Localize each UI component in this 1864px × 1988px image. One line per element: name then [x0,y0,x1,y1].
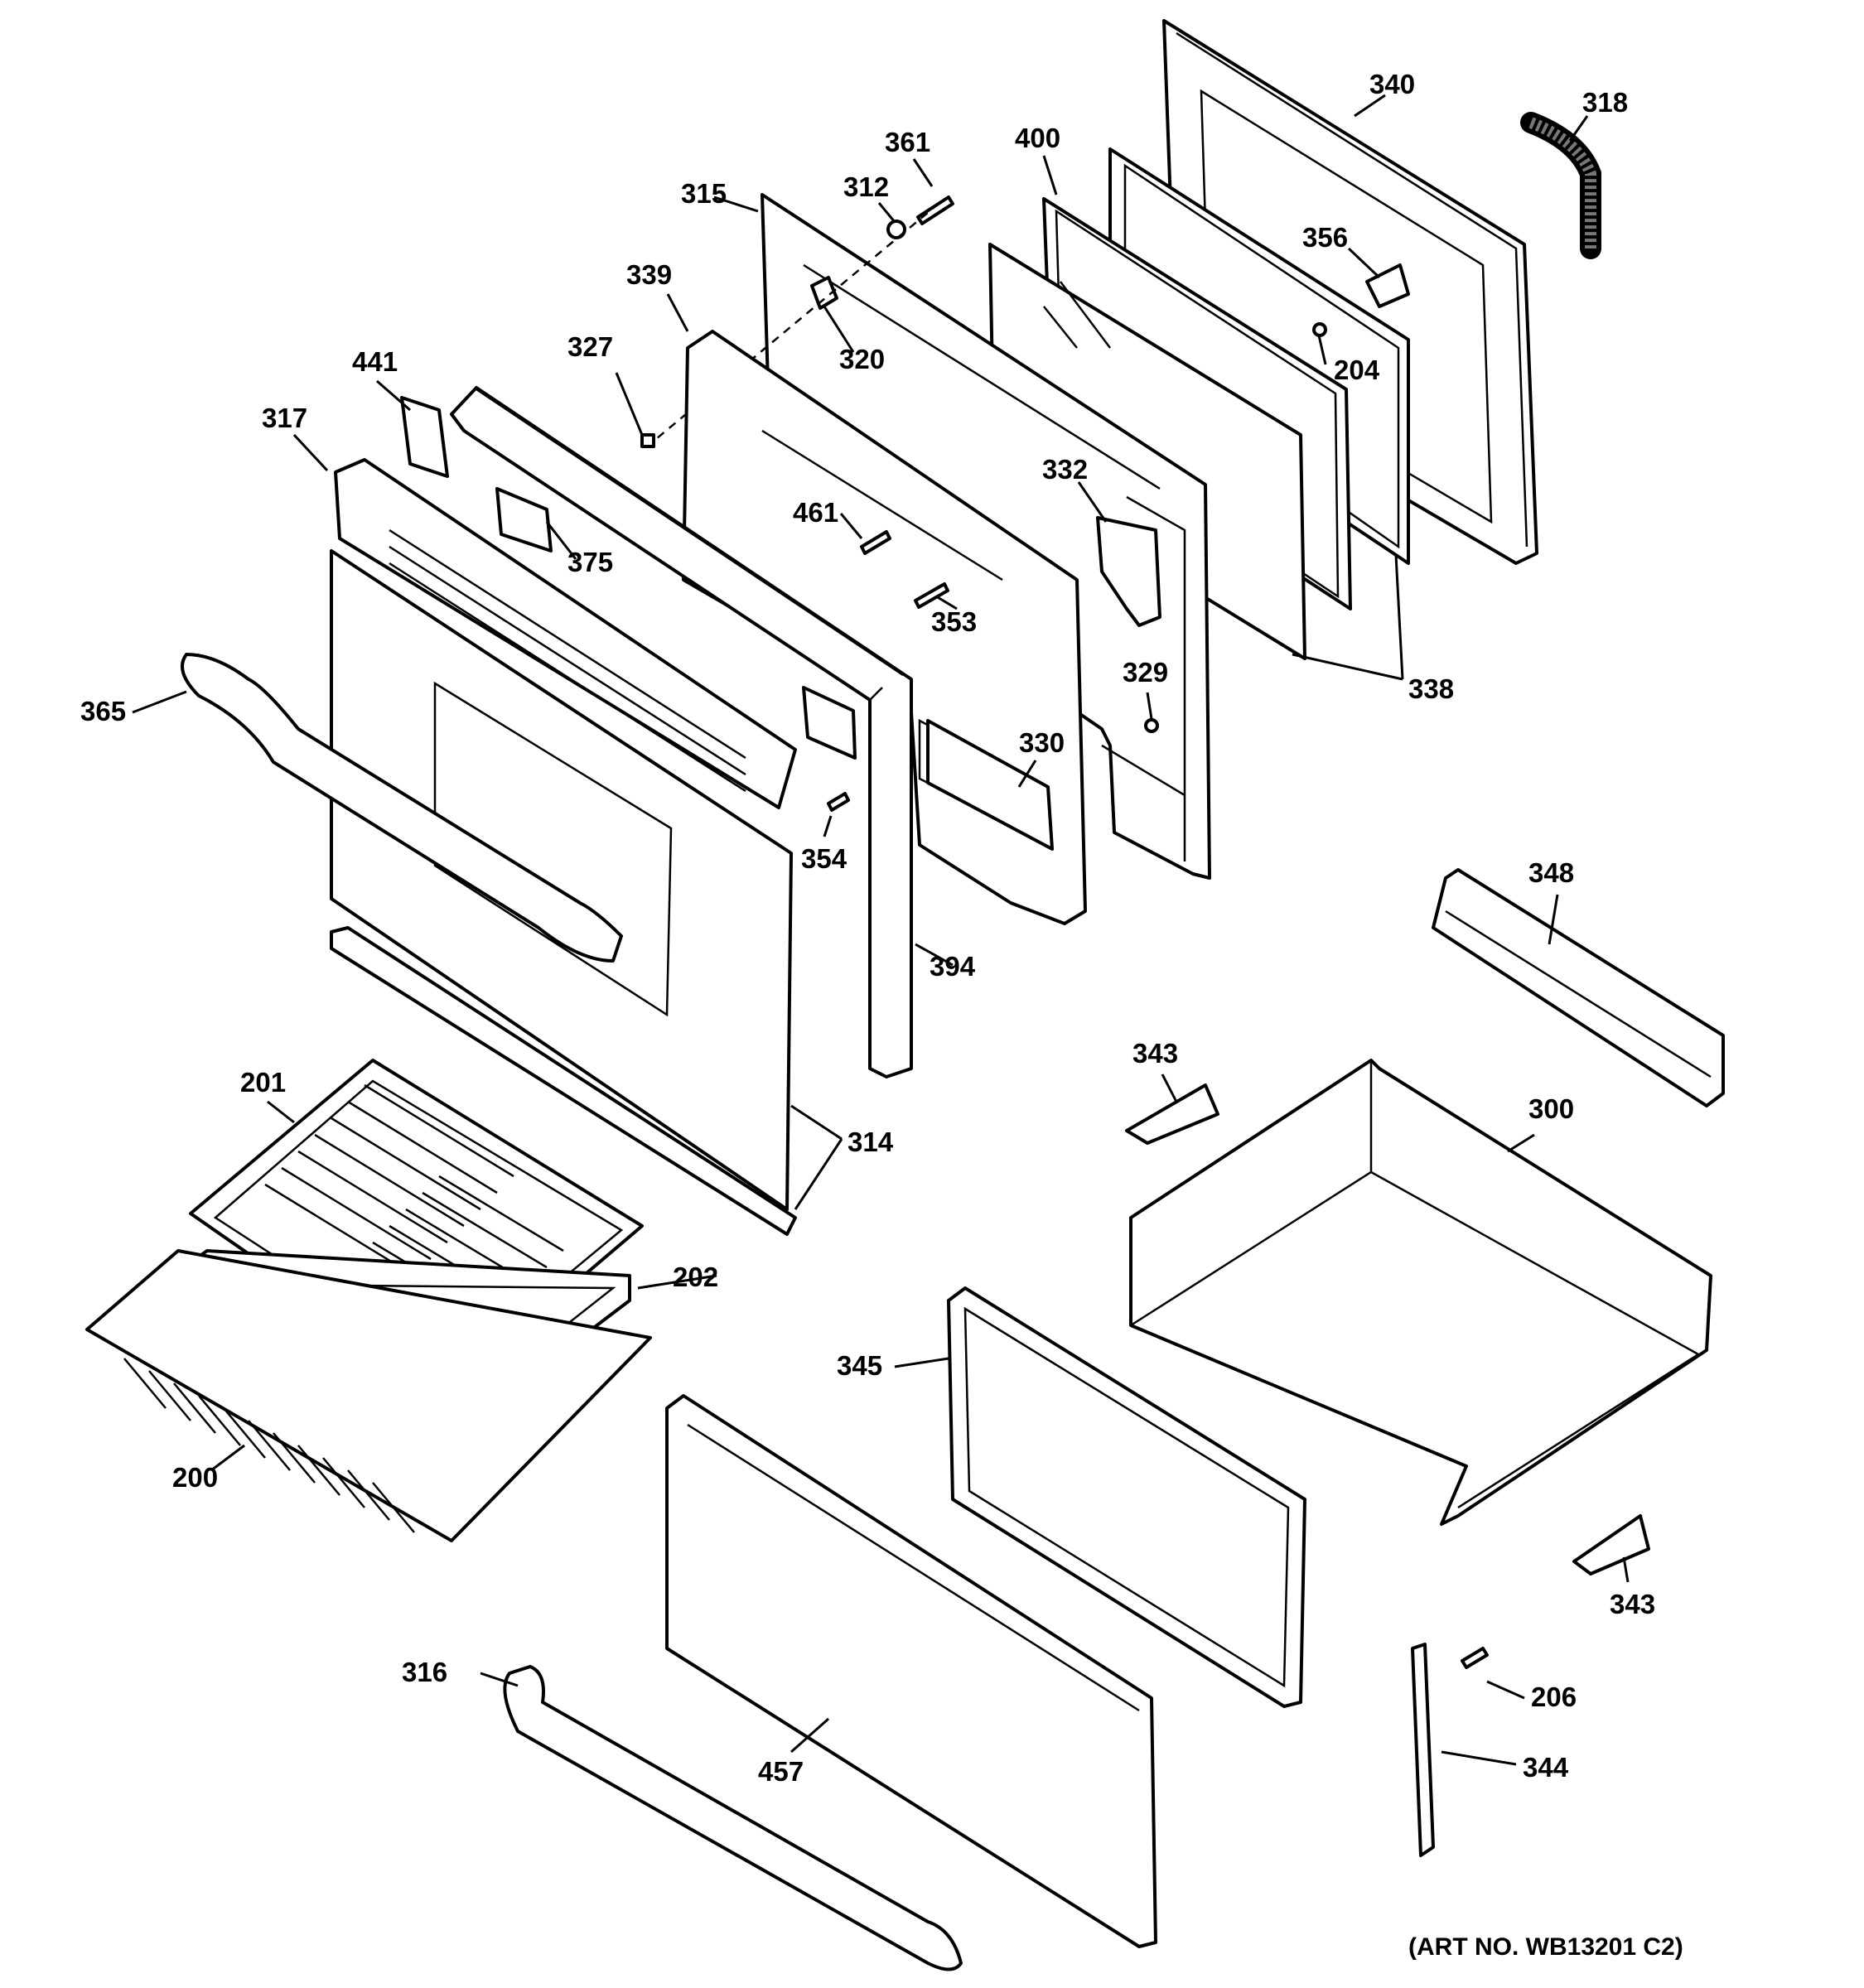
part-206-screw [1461,1647,1489,1669]
part-441-hinge-receiver [400,396,449,478]
label-400: 400 [1015,123,1060,153]
part-343-drawer-slide-upper [1125,1083,1219,1145]
label-343-lower: 343 [1610,1589,1655,1619]
part-356-bracket [1365,263,1410,308]
part-327-clip [640,433,655,448]
part-labels: 340 318 361 400 312 315 356 339 320 204 … [80,69,1683,1961]
label-201: 201 [240,1067,286,1098]
part-343-drawer-slide-lower [1572,1514,1650,1575]
label-327: 327 [567,331,613,362]
label-318: 318 [1582,87,1628,118]
part-318-gasket [1520,112,1601,259]
label-202: 202 [673,1262,718,1292]
label-317: 317 [262,403,307,433]
part-361-screw [916,195,954,225]
part-316-drawer-handle [503,1665,963,1971]
label-316: 316 [402,1657,447,1687]
label-353: 353 [931,606,977,637]
part-312-nut [886,220,906,239]
label-394: 394 [930,951,976,982]
label-330: 330 [1019,727,1065,758]
label-354: 354 [801,843,847,874]
art-number: (ART NO. WB13201 C2) [1408,1933,1683,1961]
label-332: 332 [1042,454,1088,485]
label-345: 345 [837,1350,882,1381]
part-200-oven-rack [85,1249,652,1542]
label-312: 312 [843,171,889,202]
label-457: 457 [758,1756,804,1787]
label-375: 375 [567,547,613,577]
part-344-drawer-rail [1411,1643,1435,1857]
label-461: 461 [793,497,838,528]
part-394-door-frame-side [450,386,913,1078]
part-300-drawer-box [1129,1059,1712,1526]
label-200: 200 [172,1462,218,1493]
part-461-screw [860,530,891,555]
part-353-screw [914,582,949,609]
part-314-bottom-trim [330,926,797,1236]
part-365-door-handle [181,653,623,963]
label-441: 441 [352,346,398,377]
part-329-screw [1144,718,1159,733]
label-356: 356 [1302,222,1348,253]
label-361: 361 [885,127,930,157]
part-hinge-bracket-right [802,686,857,760]
part-320-hinge-pin [810,276,838,310]
label-206: 206 [1531,1682,1577,1712]
label-343-upper: 343 [1132,1038,1178,1069]
label-365: 365 [80,696,126,726]
label-344: 344 [1523,1752,1569,1783]
part-375-hinge-receiver [495,487,553,552]
label-315: 315 [681,178,727,209]
part-348-drawer-rail [1432,868,1725,1107]
label-338: 338 [1408,673,1454,704]
part-354-screw [827,792,850,812]
leader-lines [132,94,1630,1766]
part-317-top-trim [334,458,797,809]
part-204-screw [1312,322,1327,337]
label-348: 348 [1528,857,1574,888]
part-345-drawer-panel [947,1286,1306,1708]
label-339: 339 [626,259,672,290]
label-329: 329 [1123,657,1168,688]
label-300: 300 [1528,1093,1574,1124]
label-320: 320 [839,344,885,374]
label-204: 204 [1334,355,1380,385]
label-340: 340 [1369,69,1415,99]
part-332-hinge-bracket [1096,516,1161,627]
part-457-drawer-front [665,1394,1157,1948]
part-330-vent-cover [926,719,1054,851]
label-314: 314 [847,1127,894,1157]
